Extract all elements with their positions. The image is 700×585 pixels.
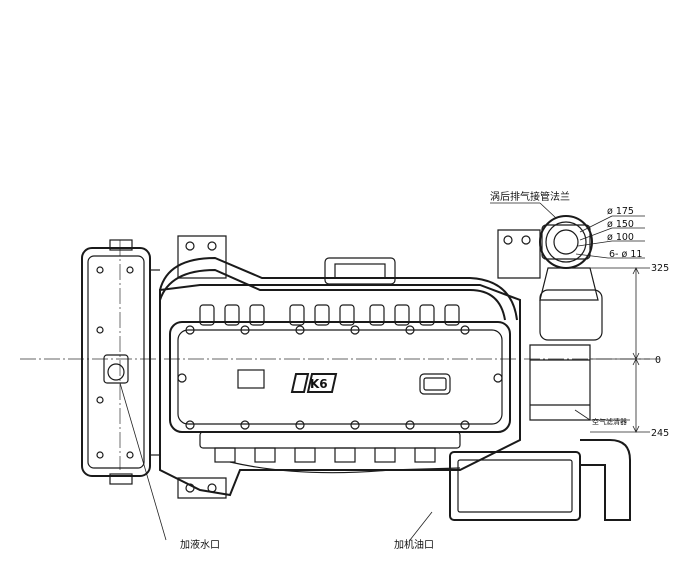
radiator-housing [81, 239, 160, 485]
coolant-inlet-label: 加液水口 [180, 538, 220, 551]
exhaust-flange [529, 215, 603, 421]
oil-inlet-label: 加机油口 [394, 538, 434, 551]
intake-pipe [159, 256, 518, 321]
dim-325: 325 [651, 263, 669, 274]
engine-block: K6 [159, 284, 521, 497]
dimension-lines [590, 267, 650, 433]
dim-245: 245 [651, 428, 669, 439]
dim-0: 0 [655, 355, 661, 366]
oil-filler-housing [449, 439, 631, 521]
air-filter-label: 空气滤清器 [592, 417, 627, 426]
logo: K6 [290, 373, 338, 393]
dim-holes: 6- ø 11 [609, 249, 642, 260]
exhaust-flange-label: 涡后排气接管法兰 [490, 190, 570, 203]
dim-d150: ø 150 [607, 219, 634, 230]
logo-text: K6 [310, 377, 328, 391]
mount-brackets [177, 229, 541, 499]
dim-d100: ø 100 [607, 232, 634, 243]
diameter-leaders [119, 202, 645, 541]
dim-d175: ø 175 [607, 206, 634, 217]
